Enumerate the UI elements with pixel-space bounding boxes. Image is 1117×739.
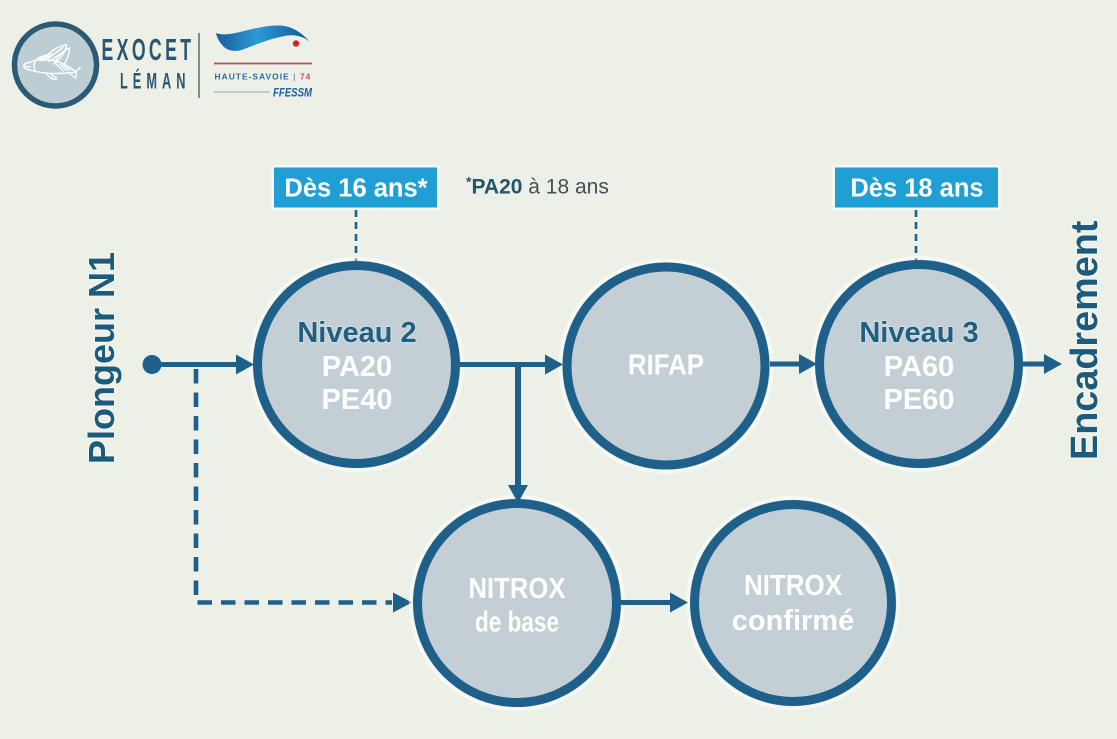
svg-text:PE40: PE40 [322, 384, 393, 416]
svg-text:*PA20 à 18 ans: *PA20 à 18 ans [466, 174, 609, 199]
svg-text:FFESSM: FFESSM [273, 86, 313, 100]
svg-text:Dès 16 ans*: Dès 16 ans* [284, 175, 427, 203]
svg-text:Niveau 3: Niveau 3 [859, 317, 978, 349]
svg-text:EXOCET: EXOCET [102, 33, 195, 67]
svg-text:HAUTE-SAVOIE | 74: HAUTE-SAVOIE | 74 [215, 72, 312, 82]
svg-text:Niveau 2: Niveau 2 [297, 317, 416, 349]
svg-text:confirmé: confirmé [732, 605, 854, 637]
svg-text:PA60: PA60 [884, 351, 954, 383]
svg-text:NITROX: NITROX [469, 573, 567, 605]
svg-text:Plongeur N1: Plongeur N1 [81, 252, 122, 464]
svg-text:LÉMAN: LÉMAN [120, 68, 190, 94]
svg-text:PA20: PA20 [322, 351, 392, 383]
svg-text:de base: de base [475, 607, 559, 639]
svg-text:RIFAP: RIFAP [628, 350, 704, 382]
svg-text:Encadrement: Encadrement [1064, 220, 1106, 460]
svg-text:NITROX: NITROX [744, 570, 843, 602]
svg-text:PE60: PE60 [884, 384, 955, 416]
svg-text:Dès 18 ans: Dès 18 ans [850, 175, 983, 203]
